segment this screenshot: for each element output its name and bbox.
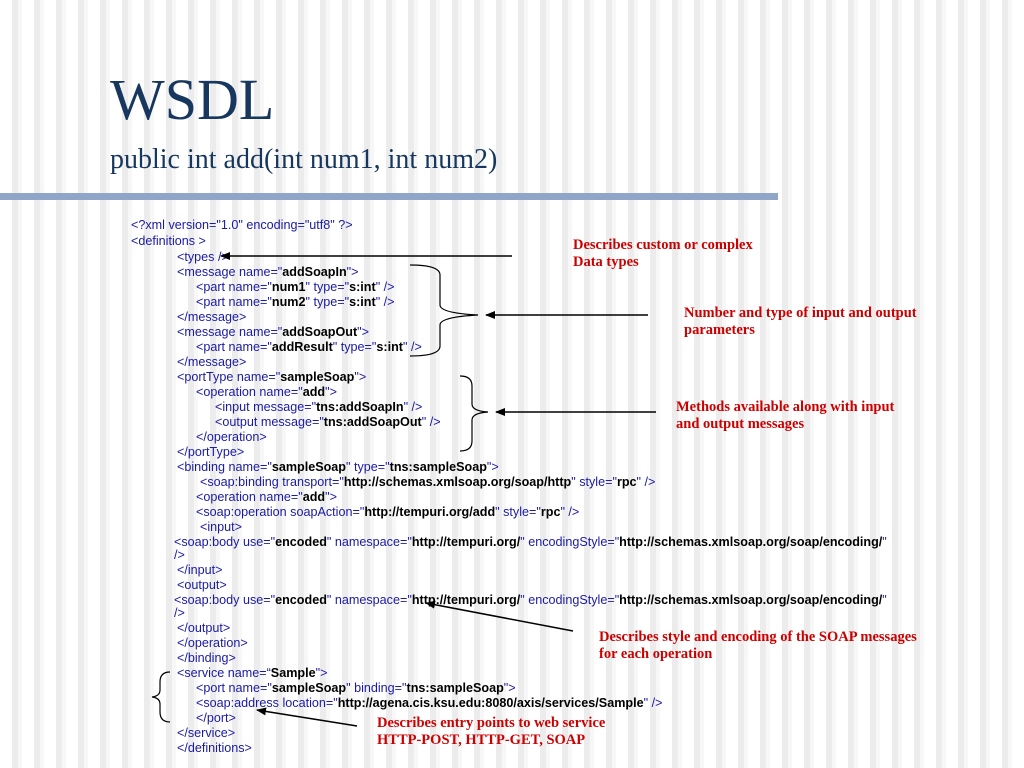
code-line: <types /> xyxy=(177,250,229,264)
code-line: <port name="sampleSoap" binding="tns:sam… xyxy=(196,681,516,695)
code-line: </input> xyxy=(177,563,223,577)
code-line: <output message="tns:addSoapOut" /> xyxy=(215,415,441,429)
messages-brace xyxy=(409,264,479,357)
code-line: <binding name="sampleSoap" type="tns:sam… xyxy=(177,460,499,474)
code-line: <output> xyxy=(177,578,227,592)
title-divider xyxy=(0,193,778,200)
code-line: </port> xyxy=(196,711,236,725)
code-line: /> xyxy=(174,548,185,562)
code-line: </portType> xyxy=(177,445,245,459)
code-line: <operation name="add"> xyxy=(196,385,337,399)
code-line: <soap:body use="encoded" namespace="http… xyxy=(174,593,887,607)
code-line: <message name="addSoapOut"> xyxy=(177,325,369,339)
slide-subtitle: public int add(int num1, int num2) xyxy=(110,144,498,175)
code-line: <part name="addResult" type="s:int" /> xyxy=(196,340,422,354)
code-line: </binding> xyxy=(177,651,236,665)
code-line: </definitions> xyxy=(177,741,252,755)
code-line: </message> xyxy=(177,310,247,324)
code-line: <operation name="add"> xyxy=(196,490,337,504)
note-encoding: Describes style and encoding of the SOAP… xyxy=(599,629,917,662)
code-line: </message> xyxy=(177,355,247,369)
code-line: </output> xyxy=(177,621,231,635)
code-line: </operation> xyxy=(177,636,248,650)
code-line: <?xml version="1.0" encoding="utf8" ?> xyxy=(131,218,353,232)
code-line: </service> xyxy=(177,726,236,740)
porttype-brace xyxy=(459,375,489,452)
code-line: <part name="num2" type="s:int" /> xyxy=(196,295,395,309)
service-arrow xyxy=(256,707,358,727)
code-line: <soap:body use="encoded" namespace="http… xyxy=(174,535,887,549)
encoding-arrow xyxy=(425,600,574,632)
code-line: <portType name="sampleSoap"> xyxy=(177,370,367,384)
code-line: <part name="num1" type="s:int" /> xyxy=(196,280,395,294)
code-line: <message name="addSoapIn"> xyxy=(177,265,359,279)
slide-title: WSDL xyxy=(110,67,275,132)
code-line: <definitions > xyxy=(131,234,206,248)
service-brace xyxy=(151,671,171,723)
code-line: <service name=“Sample"> xyxy=(177,666,328,680)
code-line: <input message="tns:addSoapIn" /> xyxy=(215,400,423,414)
code-line: <soap:address location="http://agena.cis… xyxy=(196,696,663,710)
code-line: </operation> xyxy=(196,430,267,444)
code-line: <input> xyxy=(200,520,243,534)
code-line: <soap:binding transport="http://schemas.… xyxy=(200,475,656,489)
code-line: <soap:operation soapAction="http://tempu… xyxy=(196,505,580,519)
code-line: /> xyxy=(174,606,185,620)
